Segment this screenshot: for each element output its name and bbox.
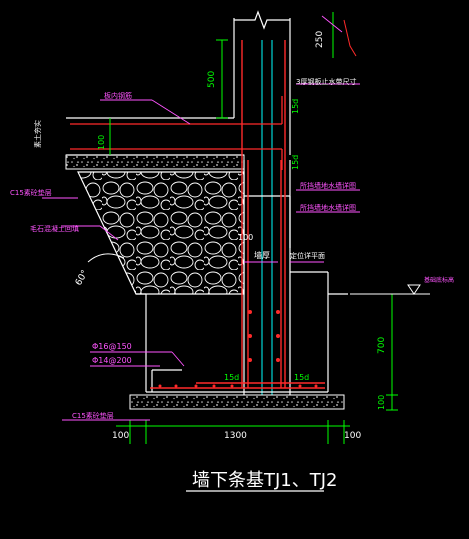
dim-700-text: 700 xyxy=(377,337,387,354)
note-3-text: 3厚钢板止水带尺寸 xyxy=(296,77,356,86)
floor-left-text: 素土夯实 xyxy=(33,120,42,148)
dim-100-top-text: 100 xyxy=(97,135,106,150)
top-right-mark xyxy=(343,19,357,57)
dim-100-right-text: 100 xyxy=(377,395,386,410)
dim-15d-c-text: 15d xyxy=(224,373,239,382)
dim-100-end-text: 100 xyxy=(344,431,361,441)
dimension-lines xyxy=(109,12,398,444)
slab-rebar xyxy=(70,96,283,170)
dim-100-left-text: 100 xyxy=(112,431,129,441)
rubble-fill xyxy=(77,171,245,295)
wall-cyan-lines xyxy=(261,40,273,395)
c15-bottom-text: C15素砼垫层 xyxy=(72,411,114,420)
wall-rebar xyxy=(150,40,325,389)
angle-text: 60° xyxy=(74,269,91,288)
note-a-text: 所挡墙地水墙详图 xyxy=(300,181,356,190)
drawing-title: 墙下条基TJ1、TJ2 xyxy=(192,470,338,491)
slab-rebar-text: 板内钢筋 xyxy=(104,91,132,100)
dim-500-text: 500 xyxy=(207,71,217,88)
level-note-text: 基础底标高 xyxy=(424,276,454,284)
rubble-text: 毛石混凝土回填 xyxy=(30,224,79,233)
dim-15d-a-text: 15d xyxy=(291,99,300,114)
wall-text: 墙厚 xyxy=(254,250,270,260)
leader-lines xyxy=(42,15,360,421)
dim-1300-text: 1300 xyxy=(224,431,247,441)
rebar-2-text: Φ14@200 xyxy=(92,356,132,365)
angle-arc xyxy=(87,253,125,263)
dim-15d-b-text: 15d xyxy=(291,155,300,170)
top-dim-text: 250 xyxy=(315,31,325,48)
foundation-outline xyxy=(136,195,348,393)
rebar-1-text: Φ16@150 xyxy=(92,342,132,351)
rebar-dots xyxy=(158,310,318,388)
bottom-bedding xyxy=(129,394,345,410)
slab-bedding xyxy=(65,154,245,170)
dim-15d-d-text: 15d xyxy=(294,373,309,382)
level-marker xyxy=(350,284,430,295)
axis-text: 定位详平面 xyxy=(290,251,325,260)
note-b-text: 所挡墙地水墙详图 xyxy=(300,203,356,212)
c15-top-text: C15素砼垫层 xyxy=(10,188,52,197)
dim-100-mid-text: 100 xyxy=(238,233,253,242)
